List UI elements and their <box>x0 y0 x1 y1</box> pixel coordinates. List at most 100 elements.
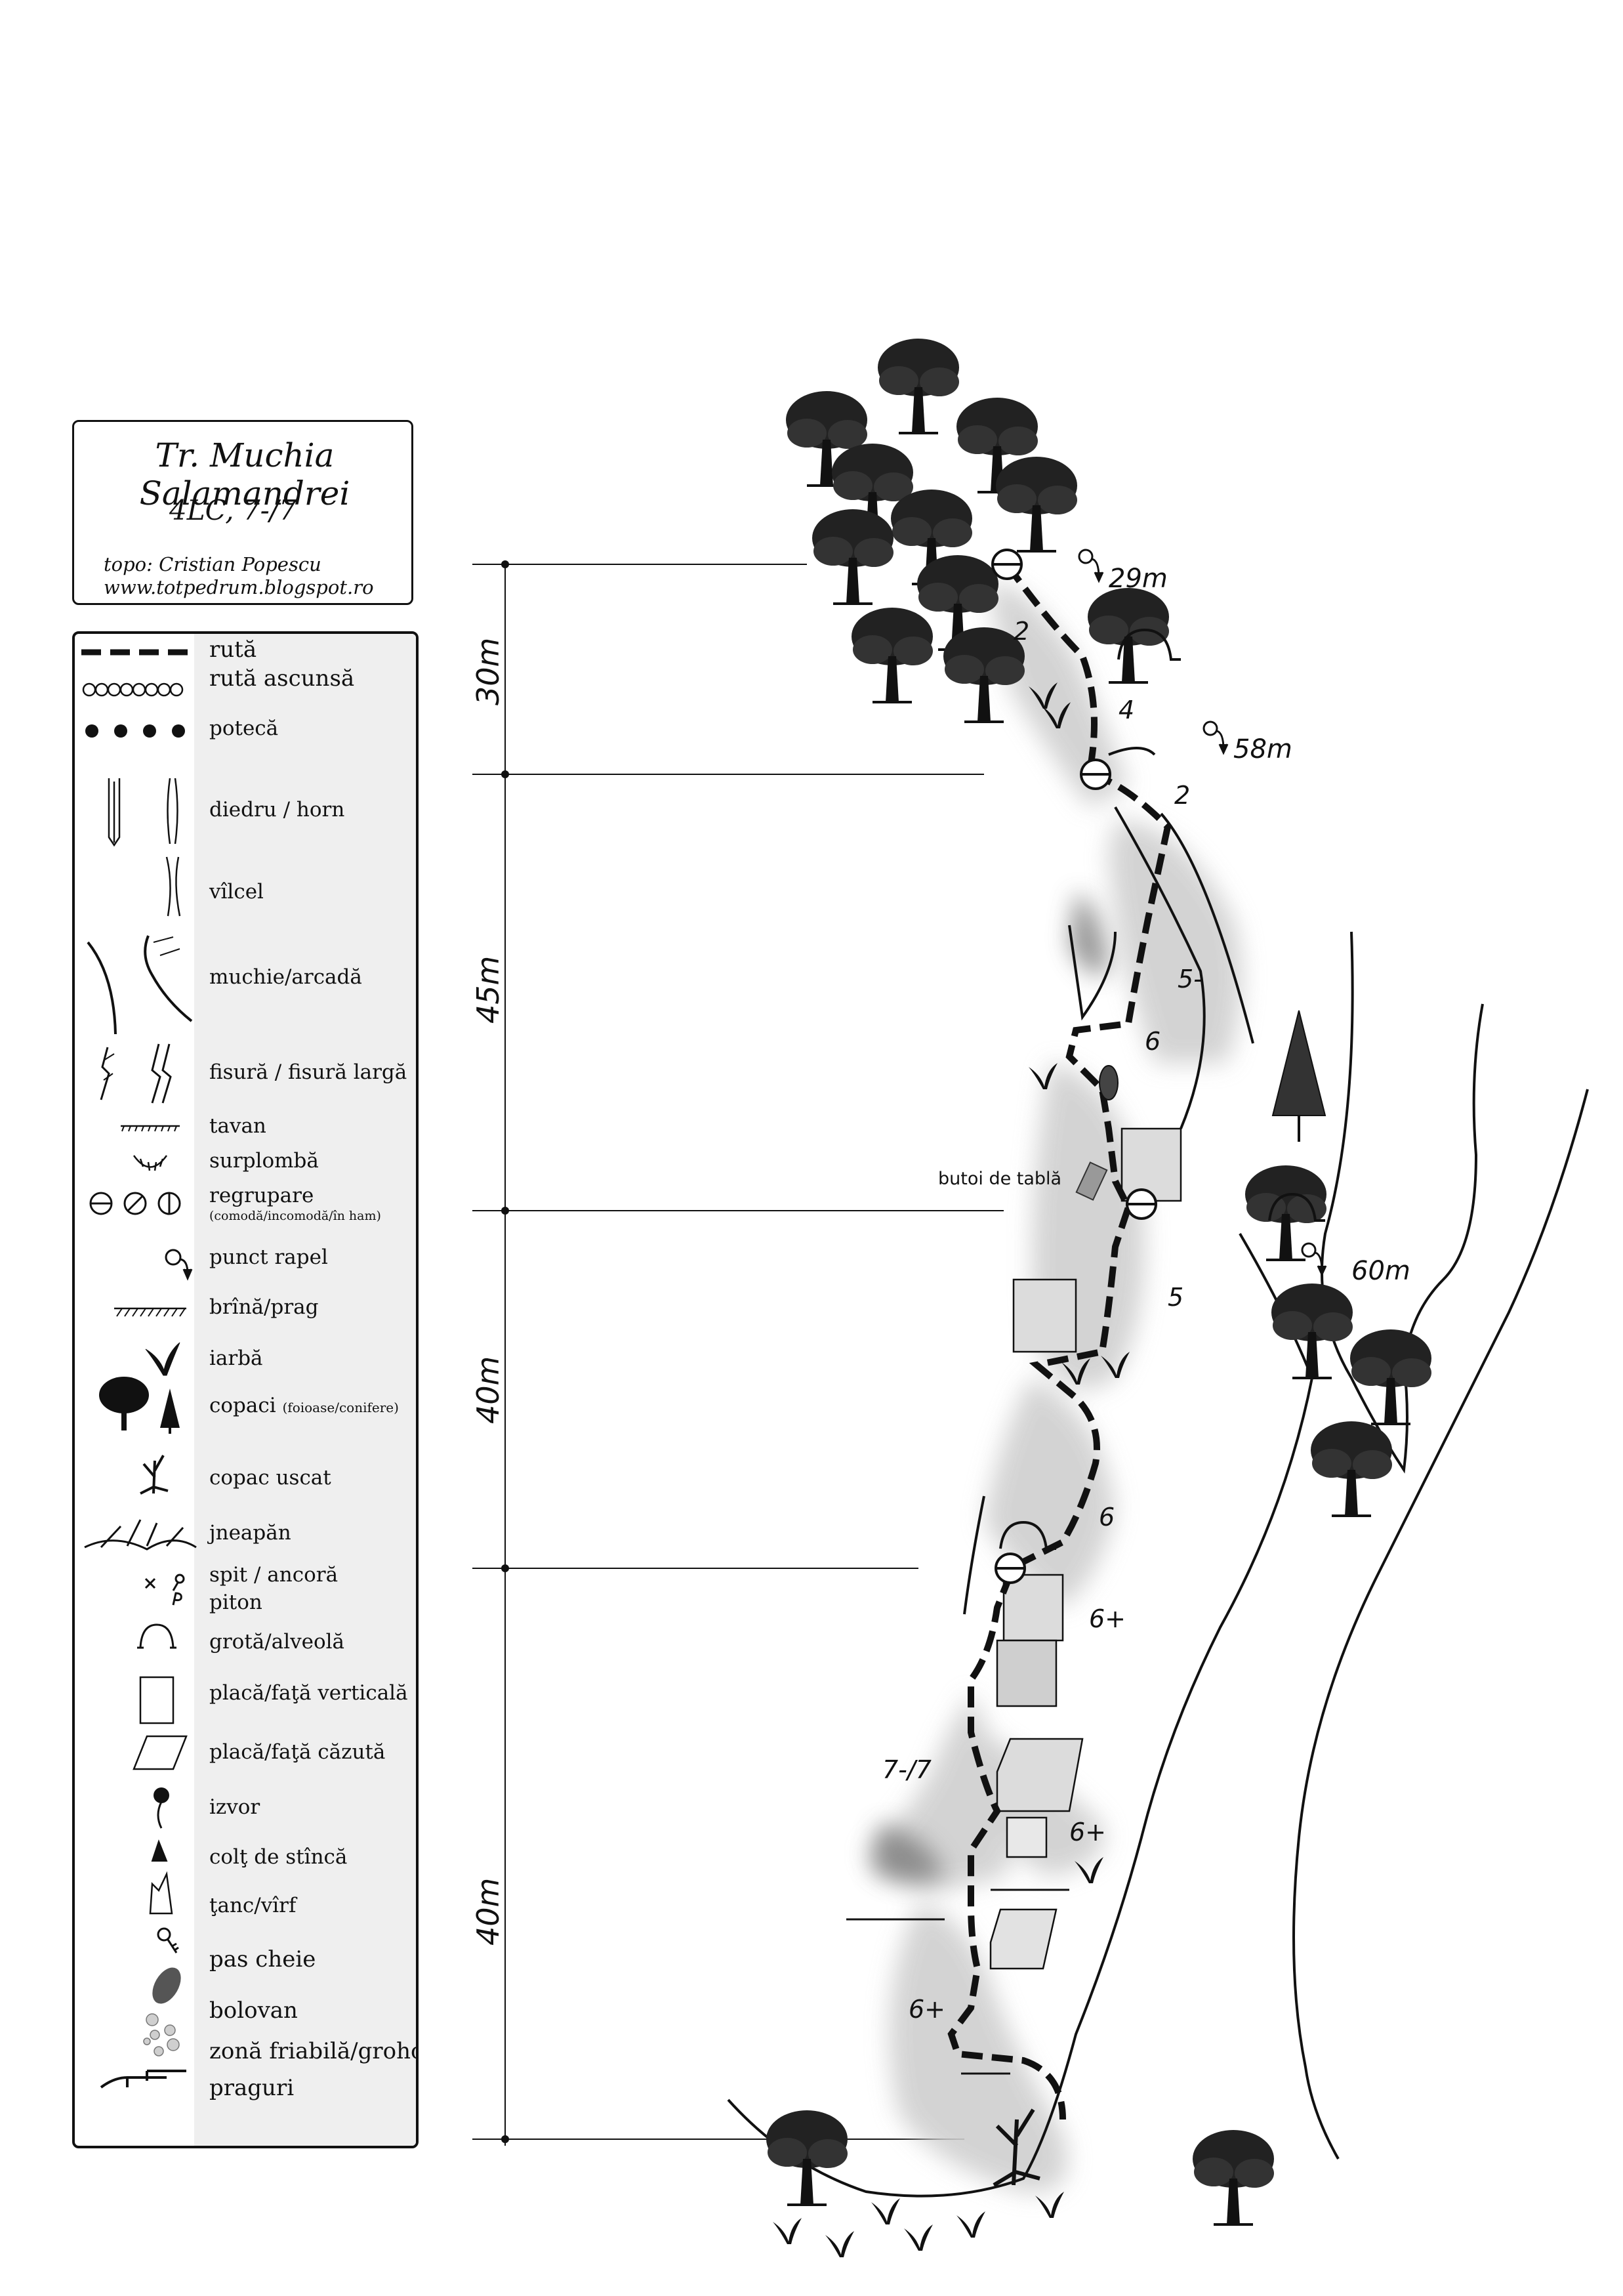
belay-icon <box>1080 759 1111 790</box>
legend-label-ruta-ascunsa: rută ascunsă <box>209 665 355 692</box>
cave-icon <box>137 1623 176 1649</box>
legend-label-vilcel: vîlcel <box>209 880 264 904</box>
spring-icon <box>154 1787 169 1829</box>
topo-author: topo: Cristian Popescu <box>104 553 321 575</box>
circle-chain-icon <box>82 682 184 697</box>
grade-label: 6+ <box>1089 1604 1126 1633</box>
title-box: Tr. Muchia Salamandrei 4LC, 7-/7 topo: C… <box>72 420 413 605</box>
boulder-icon <box>1099 1065 1119 1100</box>
dark-shading <box>873 892 1109 1882</box>
legend-label-copaci: copaci (foioase/conifere) <box>209 1394 399 1417</box>
legend-label-copaci-sub: (foioase/conifere) <box>282 1400 399 1415</box>
scale-labels: 30m 45m 40m 40m <box>470 638 506 1946</box>
legend-label-zona-friabila: zonă friabilă/grohotiş <box>209 2038 416 2064</box>
legend-label-poteca: potecă <box>209 717 279 740</box>
legend-label-tavan: tavan <box>209 1114 266 1138</box>
legend-label-ruta: rută <box>209 637 257 663</box>
legend-label-fisura: fisură / fisură largă <box>209 1060 407 1084</box>
ridge-arch-icon <box>87 935 193 1035</box>
terrain-lines <box>727 747 1589 2198</box>
belay-icon <box>89 1192 181 1215</box>
overhang-icon <box>133 1155 168 1171</box>
dihedral-chimney-icon <box>108 778 178 847</box>
dotted-line-icon <box>85 724 185 738</box>
legend-label-brina: brînă/prag <box>209 1295 319 1319</box>
legend-label-iarba: iarbă <box>209 1346 263 1370</box>
rappel-points <box>1078 549 1327 1277</box>
website: www.totpedrum.blogspot.ro <box>104 576 374 598</box>
legend-label-grota: grotă/alveolă <box>209 1630 345 1654</box>
roof-icon <box>121 1125 180 1132</box>
barrel-label: butoi de tablă <box>938 1169 1061 1189</box>
scree-icon <box>143 2013 180 2056</box>
ledge-icon <box>114 1307 186 1317</box>
rappel-label-58m: 58m <box>1233 734 1292 764</box>
scale-bar <box>472 560 1004 2146</box>
barrel-icon <box>1075 1161 1108 1201</box>
legend-label-pas-cheie: pas cheie <box>209 1946 316 1972</box>
grade-label: 5- <box>1178 965 1202 993</box>
boulder-icon <box>152 1967 181 2004</box>
trees-icon <box>99 1377 180 1434</box>
grade-label: 2 <box>1174 781 1190 810</box>
legend-label-muchie: muchie/arcadă <box>209 965 362 989</box>
legend-label-rapel: punct rapel <box>209 1245 328 1269</box>
rappel-icon <box>1078 549 1104 583</box>
piton-icon <box>172 1592 182 1606</box>
grade-label: 4 <box>1119 696 1134 724</box>
grade-label: 6 <box>1145 1027 1161 1056</box>
legend-label-diedru: diedru / horn <box>209 798 345 822</box>
scale-label-1: 30m <box>470 638 506 705</box>
steps-icon <box>100 2070 186 2089</box>
legend-label-placa-cazuta: placă/faţă căzută <box>209 1740 386 1764</box>
belay-stations <box>991 549 1157 1584</box>
legend-icons <box>81 649 197 2089</box>
pinnacle-icon <box>149 1871 173 1915</box>
slabs <box>989 1127 1182 1970</box>
legend-label-regrupare: regrupare (comodă/incomodă/în ham) <box>209 1184 381 1223</box>
legend-label-regrupare-text: regrupare <box>209 1184 314 1207</box>
cave-icons <box>999 628 1325 1550</box>
route-labels: 29m 58m 60m 2 4 2 5- 6 5 6 6+ 7-/7 6+ 6+… <box>882 564 1410 2024</box>
ledge-icons <box>846 1889 1069 2075</box>
legend-label-surplomba: surplombă <box>209 1149 319 1173</box>
legend: rută rută ascunsă potecă diedru / horn v… <box>72 631 419 2148</box>
belay-icon <box>995 1553 1026 1584</box>
vertical-slab-icon <box>139 1676 175 1724</box>
rappel-icon <box>1202 720 1229 755</box>
key-icon <box>157 1927 179 1953</box>
legend-label-regrupare-sub: (comodă/incomodă/în ham) <box>209 1209 381 1223</box>
dwarf-pine-icon <box>84 1519 197 1551</box>
conifer-tree <box>1271 1010 1326 1142</box>
route-grade: 4LC, 7-/7 <box>169 494 297 526</box>
rock-shading <box>866 583 1242 2192</box>
scale-label-4: 40m <box>470 1878 506 1946</box>
legend-label-spit: spit / ancoră <box>209 1563 339 1587</box>
legend-label-praguri: praguri <box>209 2075 295 2101</box>
belay-icon <box>1126 1188 1157 1220</box>
legend-label-piton: piton <box>209 1591 262 1614</box>
grass-icon <box>145 1342 180 1376</box>
scale-label-2: 45m <box>470 956 506 1024</box>
grade-label: 6+ <box>909 1995 945 2024</box>
legend-label-placa-verticala: placă/faţă verticală <box>209 1681 408 1705</box>
rappel-label-60m: 60m <box>1351 1256 1410 1286</box>
belay-icon <box>991 549 1023 580</box>
legend-label-colt: colţ de stîncă <box>209 1845 348 1869</box>
grade-label: 6+ <box>1069 1818 1106 1847</box>
grade-label: 5 <box>1168 1283 1183 1312</box>
bolt-icon <box>144 1574 185 1591</box>
scale-label-3: 40m <box>470 1356 506 1424</box>
grade-label: 2 <box>1014 617 1029 646</box>
legend-label-bolovan: bolovan <box>209 1997 298 2024</box>
legend-label-copac-uscat: copac uscat <box>209 1466 331 1490</box>
slab-icon <box>133 1735 188 1770</box>
legend-label-tanc: ţanc/vîrf <box>209 1894 297 1917</box>
grade-label: 7-/7 <box>882 1755 932 1784</box>
route-name: Tr. Muchia Salamandrei <box>139 436 350 512</box>
grade-label: 6 <box>1099 1503 1115 1532</box>
legend-label-copaci-text: copaci <box>209 1394 276 1417</box>
rock-spike-icon <box>151 1839 168 1862</box>
rappel-icon <box>165 1249 193 1281</box>
